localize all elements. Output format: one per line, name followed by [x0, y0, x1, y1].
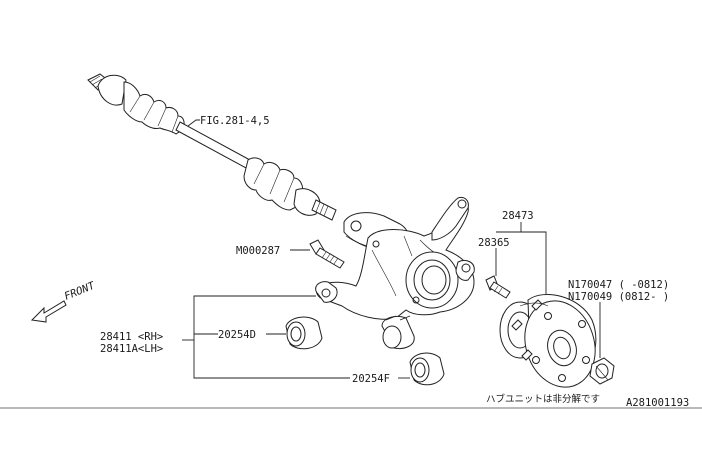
front-arrow-icon: [30, 300, 67, 323]
p28473-label: 28473: [502, 210, 534, 222]
knuckle-housing[interactable]: [315, 197, 475, 349]
diagram-id-label: A281001193: [626, 397, 689, 409]
drive-shaft[interactable]: [87, 73, 337, 221]
m000287-label: M000287: [236, 245, 280, 257]
hub-note-label: ハブユニットは非分解です: [486, 393, 600, 405]
bolt-m000287[interactable]: [309, 239, 345, 269]
bushing-20254f[interactable]: [409, 352, 445, 386]
p20254d-label: 20254D: [218, 329, 256, 341]
n170049-label: N170049 (0812- ): [568, 291, 669, 303]
n170047-label: N170047 ( -0812): [568, 279, 669, 291]
p20254f-label: 20254F: [352, 373, 390, 385]
p28411-rh-label: 28411 <RH>: [100, 331, 163, 343]
hub-unit[interactable]: [499, 292, 606, 397]
bushing-20254d[interactable]: [285, 316, 323, 350]
fig-ref-label: FIG.281-4,5: [200, 115, 270, 127]
hub-nut[interactable]: [589, 357, 615, 385]
bolt-28365[interactable]: [485, 275, 511, 299]
p28365-label: 28365: [478, 237, 510, 249]
front-label: FRONT: [63, 280, 97, 303]
p28411a-lh-label: 28411A<LH>: [100, 343, 163, 355]
